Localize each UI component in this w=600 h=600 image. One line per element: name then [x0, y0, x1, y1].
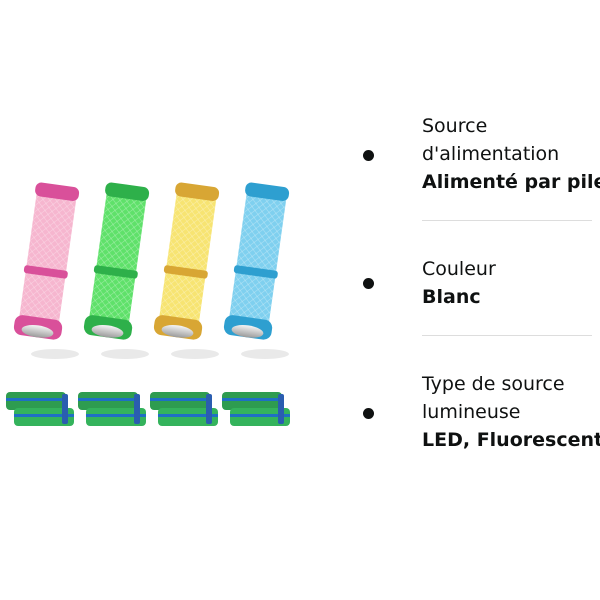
product-image: [0, 170, 320, 450]
spec-list: Source d'alimentation Alimenté par pile …: [360, 112, 600, 454]
flashlight-pink: [13, 182, 80, 340]
flashlight-green: [83, 182, 150, 340]
spec-value: Alimenté par pile: [422, 171, 600, 193]
flashlight-yellow: [153, 182, 220, 340]
divider: [422, 220, 592, 221]
spec-label: Type de source lumineuse: [422, 373, 565, 423]
spec-label: Couleur: [422, 258, 496, 280]
flashlight-blue: [223, 182, 290, 340]
battery-pack-1: [6, 392, 74, 426]
spec-label: Source d'alimentation: [422, 115, 560, 165]
spec-item-light-source-type: Type de source lumineuse LED, Fluorescen…: [360, 370, 600, 454]
battery-pack-2: [78, 392, 146, 426]
bullet-icon: [363, 150, 374, 161]
spec-value: Blanc: [422, 286, 481, 308]
spec-value: LED, Fluorescente: [422, 429, 600, 451]
bullet-icon: [363, 278, 374, 289]
battery-pack-4: [222, 392, 290, 426]
spec-item-power-source: Source d'alimentation Alimenté par pile: [360, 112, 600, 196]
spec-item-color: Couleur Blanc: [360, 255, 600, 311]
divider: [422, 335, 592, 336]
bullet-icon: [363, 408, 374, 419]
battery-pack-3: [150, 392, 218, 426]
